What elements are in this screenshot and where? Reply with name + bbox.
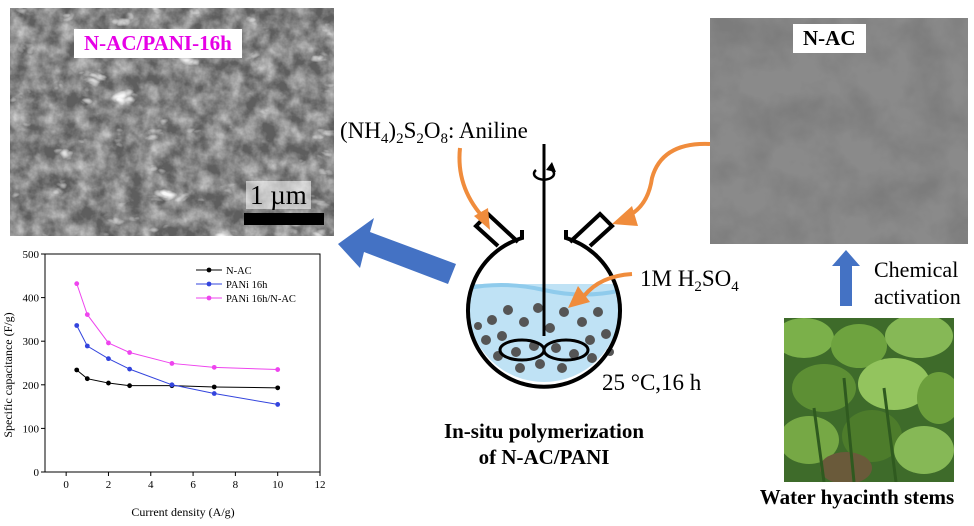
x-tick-label: 8 <box>233 479 239 491</box>
data-point-1 <box>127 366 133 372</box>
stirrer-paddle-right <box>542 338 590 362</box>
legend-marker-0 <box>206 267 212 273</box>
data-point-2 <box>211 364 217 370</box>
scale-bar <box>244 213 324 225</box>
data-point-0 <box>84 376 90 382</box>
oxidant-sub-2: 2 <box>396 131 404 147</box>
sem-image-nac <box>710 18 968 244</box>
oxidant-sub-1: 4 <box>380 131 389 147</box>
oxidant-sub-3: 2 <box>416 131 424 147</box>
data-point-0 <box>275 385 281 391</box>
oxidant-label: (NH4)2S2O8: Aniline <box>340 118 528 148</box>
oxidant-sub-4: 8 <box>440 131 448 147</box>
chart-axes: 0 2 4 6 8 10 12 0 100 200 300 400 500 <box>23 249 326 491</box>
legend-label-1: PANi 16h <box>226 280 268 291</box>
acid-arrow <box>568 272 633 308</box>
data-point-0 <box>106 380 111 386</box>
data-point-1 <box>106 356 111 362</box>
oxidant-text-1: (NH <box>340 118 381 143</box>
oxidant-text-2: ) <box>388 118 397 143</box>
chart-frame <box>44 253 321 473</box>
scale-bar-label: 1 µm <box>246 181 311 209</box>
x-tick-label: 2 <box>106 479 112 491</box>
data-point-2 <box>74 281 80 287</box>
plant-caption: Water hyacinth stems <box>759 485 955 509</box>
x-tick-label: 0 <box>63 479 69 491</box>
data-point-2 <box>106 340 111 346</box>
data-point-1 <box>275 402 281 407</box>
oxidant-text-5: : Aniline <box>447 118 528 143</box>
condition-label: 25 °C,16 h <box>602 370 702 395</box>
chart-y-axis-label: Specific capacitance (F/g) <box>1 312 15 437</box>
y-tick-label: 100 <box>23 423 40 435</box>
legend-marker-1 <box>206 281 212 287</box>
legend-label-0: N-AC <box>226 266 252 277</box>
data-point-2 <box>84 312 90 318</box>
oxidant-arrow <box>457 147 490 230</box>
data-point-2 <box>275 367 281 372</box>
reactor-particles <box>474 303 614 373</box>
oxidant-text-4: O <box>423 118 441 143</box>
data-point-2 <box>127 350 133 355</box>
chart-x-axis-label: Current density (A/g) <box>131 505 234 519</box>
process-caption-line1: In-situ polymerization <box>443 419 645 443</box>
x-tick-label: 6 <box>190 479 196 491</box>
series-line-0 <box>76 369 278 389</box>
process-caption-line2: of N-AC/PANI <box>478 445 610 469</box>
activation-arrow <box>832 250 860 306</box>
data-point-2 <box>169 361 175 366</box>
y-tick-label: 200 <box>23 380 40 392</box>
chart-series <box>74 281 281 407</box>
y-tick-label: 300 <box>23 336 40 348</box>
oxidant-text-3: S <box>403 118 417 143</box>
process-caption: In-situ polymerization of N-AC/PANI <box>404 418 684 470</box>
acid-label: 1M H2SO4 <box>640 266 739 296</box>
y-tick-label: 400 <box>23 293 40 305</box>
acid-text-2: SO <box>701 266 732 291</box>
capacitance-chart: 0 2 4 6 8 10 12 0 100 200 300 400 500 N-AC PANi 16hPA… <box>1 249 326 519</box>
nac-feed-arrow <box>612 141 711 226</box>
rotation-icon <box>532 169 556 181</box>
data-point-1 <box>169 382 175 388</box>
sem-texture-right <box>710 18 968 244</box>
sem-label-nac-pani-text: N-AC/PANI-16h <box>84 31 232 55</box>
data-point-0 <box>211 384 217 390</box>
acid-sub-1: 2 <box>694 279 702 295</box>
sem-label-nac-pani: N-AC/PANI-16h <box>74 29 242 58</box>
data-point-0 <box>127 383 133 389</box>
x-tick-label: 12 <box>315 479 326 491</box>
product-arrow <box>338 218 456 284</box>
data-point-0 <box>74 367 80 373</box>
legend-label-2: PANi 16h/N-AC <box>226 294 296 305</box>
acid-text-1: 1M H <box>640 266 695 291</box>
activation-label-line2: activation <box>874 284 961 309</box>
x-tick-label: 4 <box>148 479 154 491</box>
series-line-1 <box>76 325 278 405</box>
y-tick-label: 0 <box>34 467 40 479</box>
legend-marker-2 <box>206 295 212 301</box>
y-tick-label: 500 <box>23 249 40 261</box>
water-hyacinth-photo <box>784 318 954 482</box>
acid-sub-2: 4 <box>731 279 739 295</box>
data-point-1 <box>74 323 80 328</box>
x-tick-label: 10 <box>272 479 284 491</box>
data-point-1 <box>211 391 217 396</box>
activation-label: Chemical activation <box>874 256 961 310</box>
activation-label-line1: Chemical <box>874 257 959 282</box>
sem-label-nac: N-AC <box>793 24 866 53</box>
plant-illustration <box>784 318 954 482</box>
data-point-1 <box>84 343 90 349</box>
